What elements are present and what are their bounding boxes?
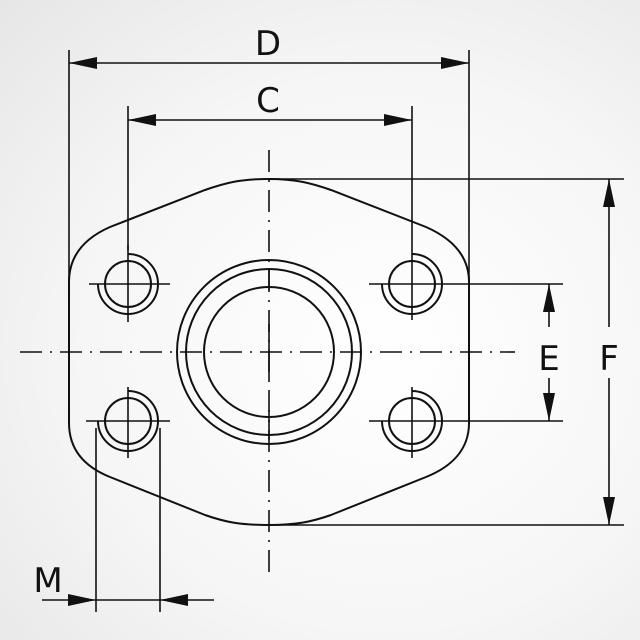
bolt-hole-bottom-right [369, 387, 563, 458]
dimension-d: D [68, 24, 470, 282]
dimension-e-label: E [538, 339, 559, 379]
bolt-hole-top-right [369, 250, 563, 320]
dimension-e: E [538, 284, 560, 421]
dimension-d-label: D [255, 24, 281, 64]
dimension-c: C [127, 81, 413, 250]
dimension-f: F [599, 179, 619, 525]
dimension-f-label: F [599, 339, 619, 379]
dimension-m: M [33, 428, 214, 612]
bolt-hole-bottom-left [86, 387, 170, 458]
dimension-c-label: C [256, 81, 280, 121]
bolt-hole-top-left [89, 245, 170, 322]
dimension-m-label: M [33, 561, 62, 601]
